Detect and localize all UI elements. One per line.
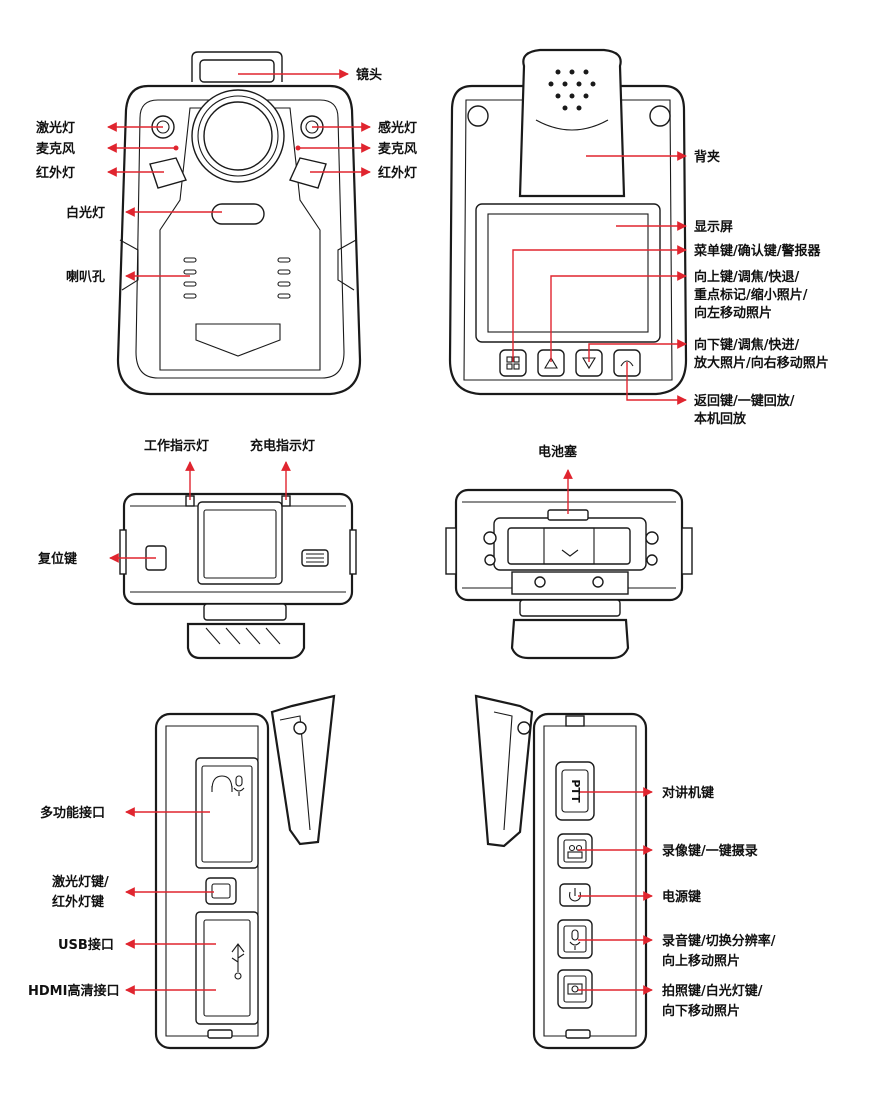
label-laser-key-2: 红外灯键	[52, 894, 104, 910]
label-speaker-holes: 喇叭孔	[66, 269, 105, 285]
label-infrared-right: 红外灯	[378, 165, 417, 181]
label-hdmi-port: HDMI高清接口	[28, 983, 119, 999]
back-view	[448, 48, 688, 396]
label-up-key-1: 向上键/调焦/快退/	[694, 269, 799, 285]
right-side-callouts	[578, 787, 653, 995]
label-mic-left: 麦克风	[36, 141, 75, 157]
label-return-key-2: 本机回放	[694, 411, 747, 427]
bottom-labels: 电池塞	[538, 444, 578, 460]
ptt-button-text: PTT	[569, 779, 582, 803]
label-infrared-left: 红外灯	[36, 165, 75, 181]
top-view	[119, 492, 357, 660]
infrared-right-shape	[289, 157, 327, 189]
right-side-labels: 对讲机键 录像键/一键摄录 电源键 录音键/切换分辨率/ 向上移动照片 拍照键/…	[662, 785, 776, 1019]
label-display: 显示屏	[694, 220, 733, 235]
label-return-key-1: 返回键/一键回放/	[694, 393, 795, 409]
label-laser-key-1: 激光灯键/	[52, 874, 109, 890]
front-callouts	[107, 69, 371, 281]
label-charge-indicator: 充电指示灯	[250, 438, 315, 454]
label-light-sensor: 感光灯	[378, 120, 417, 136]
right-side-view: PTT	[474, 694, 648, 1050]
label-up-key-3: 向左移动照片	[694, 305, 772, 321]
label-back-clip: 背夹	[694, 149, 720, 165]
label-menu-key: 菜单键/确认键/警报器	[693, 243, 821, 259]
front-labels: 镜头 激光灯 麦克风 红外灯 感光灯 麦克风 红外灯 白光灯 喇叭孔	[36, 67, 417, 285]
label-reset-key: 复位键	[37, 551, 77, 567]
talk-key-shape	[555, 761, 595, 821]
label-laser-light: 激光灯	[36, 120, 75, 136]
back-clip-shape	[518, 48, 626, 198]
top-callouts	[109, 461, 291, 563]
left-side-view	[154, 694, 336, 1050]
label-mic-right: 麦克风	[378, 141, 417, 157]
label-multi-port: 多功能接口	[40, 805, 105, 821]
label-photo-key-2: 向下移动照片	[662, 1003, 740, 1019]
left-side-callouts	[125, 807, 216, 995]
infrared-left-shape	[149, 157, 187, 189]
label-down-key-1: 向下键/调焦/快进/	[694, 337, 799, 353]
label-audio-key-1: 录音键/切换分辨率/	[662, 933, 776, 949]
label-photo-key-1: 拍照键/白光灯键/	[662, 983, 763, 999]
label-talk-key: 对讲机键	[662, 785, 714, 801]
label-power-key: 电源键	[662, 889, 701, 905]
bottom-view	[445, 488, 693, 660]
label-audio-key-2: 向上移动照片	[662, 953, 740, 969]
audio-key-shape	[557, 919, 593, 959]
white-light-shape	[211, 203, 265, 225]
label-usb-port: USB接口	[58, 937, 114, 953]
speaker-holes-shape	[183, 257, 291, 299]
laser-key-shape	[205, 877, 237, 905]
usb-hdmi-cover-shape	[195, 911, 259, 1025]
label-down-key-2: 放大照片/向右移动照片	[693, 355, 829, 371]
label-work-indicator: 工作指示灯	[144, 438, 209, 454]
top-labels: 工作指示灯 充电指示灯 复位键	[37, 438, 315, 567]
label-white-light: 白光灯	[66, 205, 105, 221]
label-record-key: 录像键/一键摄录	[662, 843, 758, 859]
photo-key-shape	[557, 969, 593, 1009]
multi-port-shape	[195, 757, 259, 869]
label-up-key-2: 重点标记/缩小照片/	[694, 287, 808, 303]
back-callouts	[512, 151, 687, 405]
display-shape	[475, 203, 661, 343]
left-side-labels: 多功能接口 激光灯键/ 红外灯键 USB接口 HDMI高清接口	[28, 805, 119, 999]
record-key-shape	[557, 833, 593, 869]
label-lens: 镜头	[356, 67, 382, 83]
label-battery-plug: 电池塞	[538, 444, 578, 460]
front-view	[116, 51, 362, 396]
back-labels: 背夹 显示屏 菜单键/确认键/警报器 向上键/调焦/快退/ 重点标记/缩小照片/…	[693, 149, 829, 427]
